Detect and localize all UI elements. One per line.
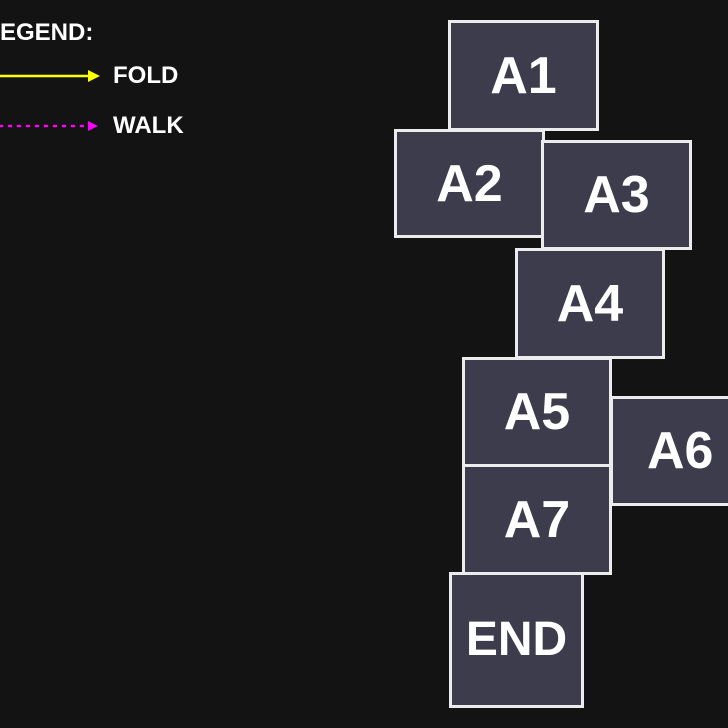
block-label: A1 [490, 46, 557, 105]
block-label: A6 [647, 422, 714, 480]
legend-label-fold: FOLD [113, 62, 179, 89]
block-end[interactable]: END [449, 572, 584, 708]
legend-label-walk: WALK [113, 112, 184, 139]
block-a4[interactable]: A4 [515, 248, 665, 359]
block-a6[interactable]: A6 [610, 396, 728, 506]
block-label: END [465, 613, 568, 666]
fold-arrow-icon [0, 70, 100, 82]
block-a5[interactable]: A5 [462, 357, 612, 467]
block-a7[interactable]: A7 [462, 464, 612, 575]
block-label: A5 [503, 383, 571, 441]
legend-item-fold: FOLD [0, 61, 230, 91]
block-label: A7 [503, 490, 571, 549]
block-label: A4 [556, 274, 624, 333]
block-a2[interactable]: A2 [394, 129, 545, 238]
legend-item-walk: WALK [0, 111, 230, 141]
block-label: A3 [583, 166, 650, 224]
block-a3[interactable]: A3 [541, 140, 692, 250]
legend-title: EGEND: [0, 19, 94, 46]
block-a1[interactable]: A1 [448, 20, 599, 131]
walk-arrow-icon [0, 121, 98, 131]
block-label: A2 [436, 154, 503, 213]
